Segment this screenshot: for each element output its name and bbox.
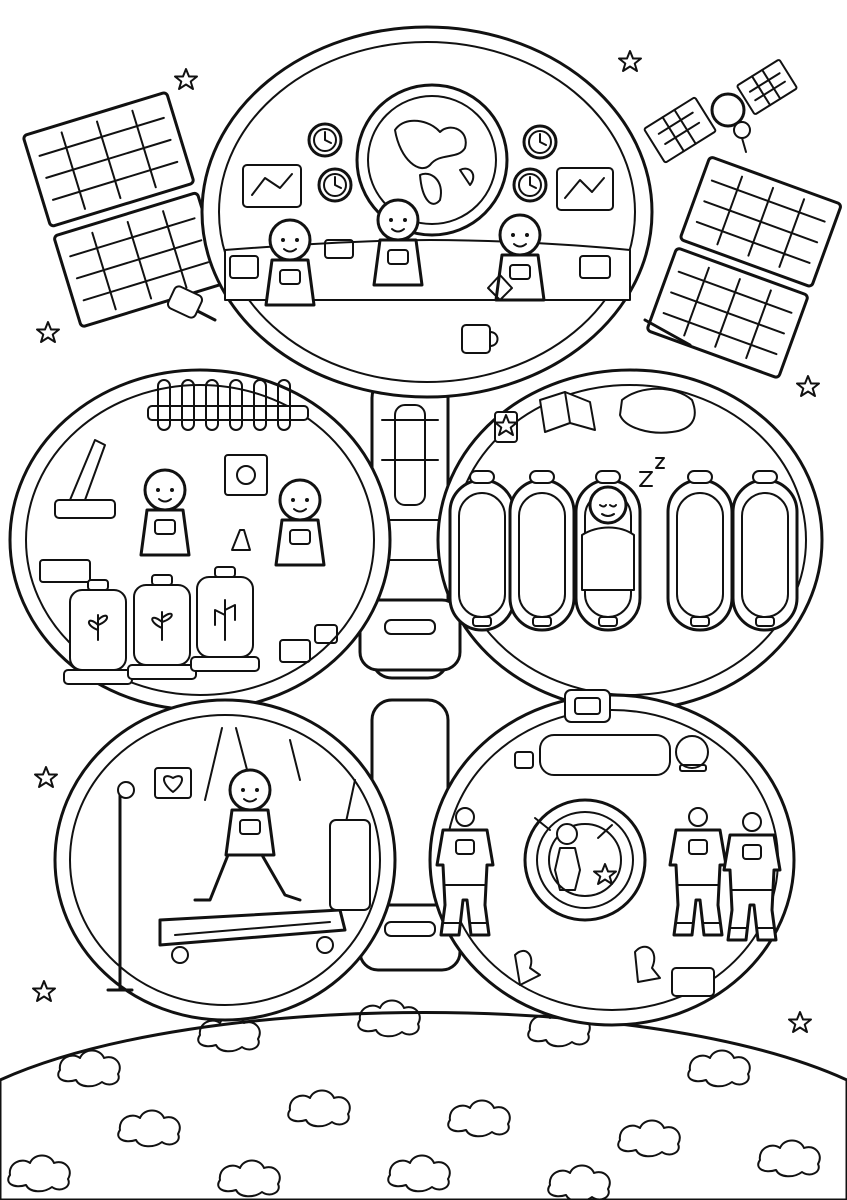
star-icon [174,68,198,90]
clock-icon [512,167,548,203]
star-icon [34,766,58,788]
clock-icon [317,167,353,203]
control-room-module [200,25,654,399]
star-icon [32,980,56,1002]
clock-icon [307,122,343,158]
gym-module [53,698,397,1022]
zzz-icon [639,457,665,487]
star-icon [788,1011,812,1033]
solar-panel-right [643,156,842,379]
satellite-icon [643,59,798,164]
earth-window [355,83,509,237]
science-lab-module [8,368,392,712]
sleeping-quarters-module [436,368,824,712]
solar-panel-left [22,91,226,328]
star-icon [618,50,642,72]
star-icon [796,375,820,397]
star-icon [36,321,60,343]
suit-room-module [428,689,796,1027]
planet-surface [0,999,847,1200]
clock-icon [522,124,558,160]
heart-icon [163,775,183,793]
